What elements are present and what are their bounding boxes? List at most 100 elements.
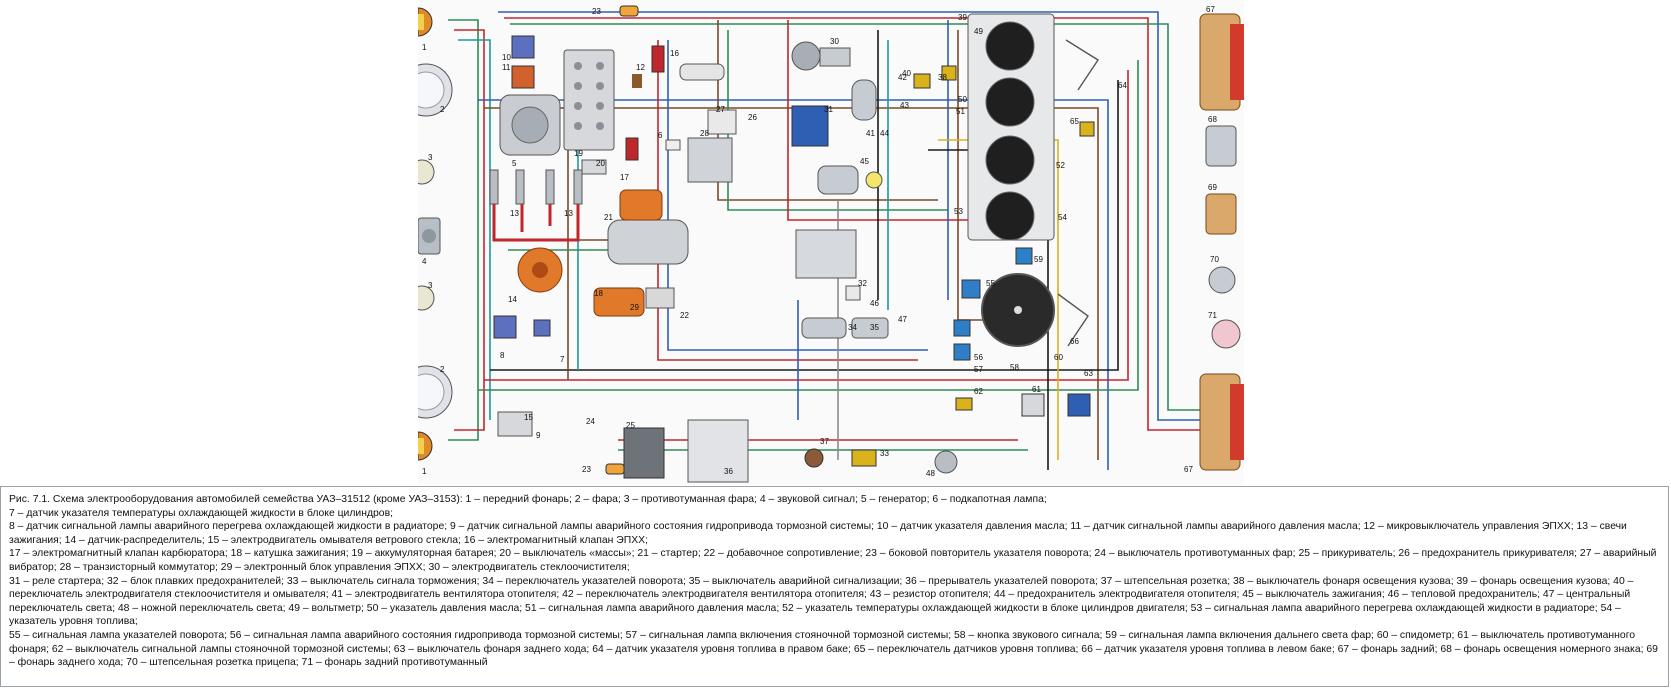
label-37: 37 [820,437,829,446]
label-44: 44 [880,129,889,138]
transistor-switch [623,427,665,479]
oil-pressure-sensors [511,35,535,89]
label-36: 36 [724,467,733,476]
rear-fog-lamp [1211,319,1241,349]
speedometer [981,273,1055,347]
label-56: 56 [974,353,983,362]
trailer-socket [1208,266,1236,294]
caption-line: 17 – электромагнитный клапан карбюратора… [9,548,1657,573]
label-63: 63 [1084,369,1093,378]
front-lamp-top [418,7,433,37]
label-32: 32 [858,279,867,288]
label-42: 42 [898,73,907,82]
fog-light-switch [1021,393,1091,417]
distributor [492,204,580,293]
label-33: 33 [880,449,889,458]
warning-lamps [953,247,1033,361]
label-17: 17 [620,173,629,182]
label-8: 8 [500,351,505,360]
label-41: 41 [866,129,875,138]
label-69: 69 [1208,183,1217,192]
mass-switch [581,159,607,175]
starter-relay [791,105,829,147]
label-71: 71 [1208,311,1217,320]
label-21: 21 [604,213,613,222]
label-53: 53 [954,207,963,216]
label-20: 20 [596,159,605,168]
label-3: 3 [428,281,433,290]
wiper-motor [791,41,851,71]
brake-switch [851,449,877,467]
label-24: 24 [586,417,595,426]
label-16: 16 [670,49,679,58]
battery [563,49,615,151]
label-7: 7 [560,355,565,364]
label-40: 40 [902,69,911,78]
label-15: 15 [524,413,533,422]
front-lamp-bottom [418,431,433,461]
emergency-vibrator [707,109,737,135]
rear-lamp-top [1199,13,1244,111]
fog-lamp-bottom [418,285,435,311]
label-23: 23 [592,7,601,16]
label-38: 38 [938,73,947,82]
label-67: 67 [1184,465,1193,474]
label-64: 64 [1118,81,1127,90]
epxx-control-unit [687,137,733,183]
label-6: 6 [658,131,663,140]
label-14: 14 [508,295,517,304]
label-25: 25 [626,421,635,430]
label-46: 46 [870,299,879,308]
turn-interrupter [687,419,749,483]
foot-switch [934,450,958,474]
label-47: 47 [898,315,907,324]
label-67: 67 [1206,5,1215,14]
label-2: 2 [440,365,445,374]
label-13: 13 [564,209,573,218]
label-3: 3 [428,153,433,162]
label-1: 1 [422,43,427,52]
ignition-switch [817,165,883,195]
caption-line: 7 – датчик указателя температуры охлажда… [9,507,393,519]
socket [804,448,824,468]
fuse-block [795,229,857,279]
heater-switch-group [913,73,931,89]
figure-caption: Рис. 7.1. Схема электрооборудования авто… [0,486,1669,687]
label-50: 50 [958,95,967,104]
label-61: 61 [1032,385,1041,394]
label-10: 10 [502,53,511,62]
label-70: 70 [1210,255,1219,264]
label-60: 60 [1054,353,1063,362]
fog-lamp-top [418,159,435,185]
headlight-top [418,63,453,117]
label-35: 35 [870,323,879,332]
label-28: 28 [700,129,709,138]
label-26: 26 [748,113,757,122]
plate-lamp [1205,125,1237,167]
label-29: 29 [630,303,639,312]
label-13: 13 [510,209,519,218]
label-39: 39 [958,13,967,22]
label-62: 62 [974,387,983,396]
caption-line: 55 – сигнальная лампа указателей поворот… [9,629,1658,669]
label-66: 66 [1070,337,1079,346]
label-43: 43 [900,101,909,110]
label-9: 9 [536,431,541,440]
label-59: 59 [1034,255,1043,264]
label-18: 18 [594,289,603,298]
horn [418,217,441,255]
label-48: 48 [926,469,935,478]
label-68: 68 [1208,115,1217,124]
hood-lamp [665,139,681,151]
caption-line: Рис. 7.1. Схема электрооборудования авто… [9,494,1047,505]
label-55: 55 [986,279,995,288]
label-5: 5 [512,159,517,168]
starter [607,189,689,265]
instrument-panel [967,13,1055,241]
label-23: 23 [582,465,591,474]
heater-fan-motor [851,79,877,121]
reverse-lamp [1205,193,1237,235]
carburetor-valves [625,45,665,161]
turn-switch [801,317,847,339]
label-51: 51 [956,107,965,116]
